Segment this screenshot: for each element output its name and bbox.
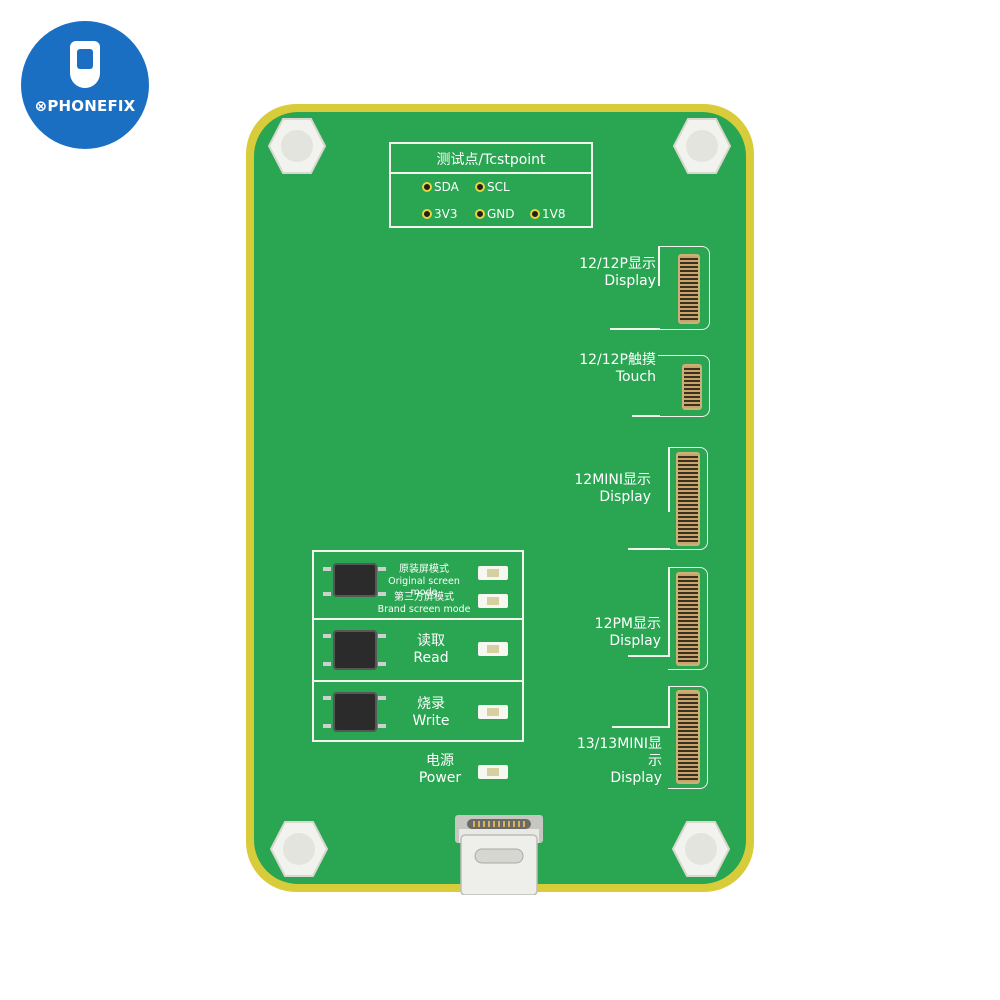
pad-label-scl: SCL — [487, 180, 510, 194]
standoff-top-right-icon — [673, 118, 731, 174]
led-write — [478, 705, 508, 719]
mode-button[interactable] — [333, 563, 377, 597]
pad-gnd — [475, 209, 485, 219]
connector-12-touch — [682, 364, 702, 410]
pad-label-1v8: 1V8 — [542, 207, 566, 221]
led-read — [478, 642, 508, 656]
led-original-mode — [478, 566, 508, 580]
connector-12-display — [678, 254, 700, 324]
connector-12pm-display — [676, 572, 700, 666]
standoff-bottom-left-icon — [270, 821, 328, 877]
connector-frame-12-display — [658, 246, 710, 330]
connector-frame-12mini-display — [668, 447, 708, 550]
phone-wrench-icon — [70, 41, 100, 88]
led-brand-mode — [478, 594, 508, 608]
connector-frame-13-display — [668, 686, 708, 789]
pad-label-gnd: GND — [487, 207, 515, 221]
phonefix-logo: ⊗PHONEFIX — [21, 21, 149, 149]
pcb-surface — [254, 112, 746, 884]
button-panel — [312, 550, 524, 742]
led-power — [478, 765, 508, 779]
pad-label-sda: SDA — [434, 180, 459, 194]
standoff-top-left-icon — [268, 118, 326, 174]
pad-label-3v3: 3V3 — [434, 207, 458, 221]
connector-12mini-display — [676, 452, 700, 546]
usb-c-port-icon[interactable] — [455, 815, 543, 895]
standoff-bottom-right-icon — [672, 821, 730, 877]
connector-13-display — [676, 690, 700, 784]
pad-1v8 — [530, 209, 540, 219]
read-button[interactable] — [333, 630, 377, 670]
testpoint-title: 测试点/Tcstpoint — [436, 152, 546, 168]
testpoint-box: 测试点/Tcstpoint — [389, 142, 593, 228]
pad-scl — [475, 182, 485, 192]
connector-frame-12pm-display — [668, 567, 708, 670]
connector-frame-12-touch — [658, 355, 710, 417]
logo-text: ⊗PHONEFIX — [34, 97, 136, 115]
pad-sda — [422, 182, 432, 192]
pad-3v3 — [422, 209, 432, 219]
write-button[interactable] — [333, 692, 377, 732]
